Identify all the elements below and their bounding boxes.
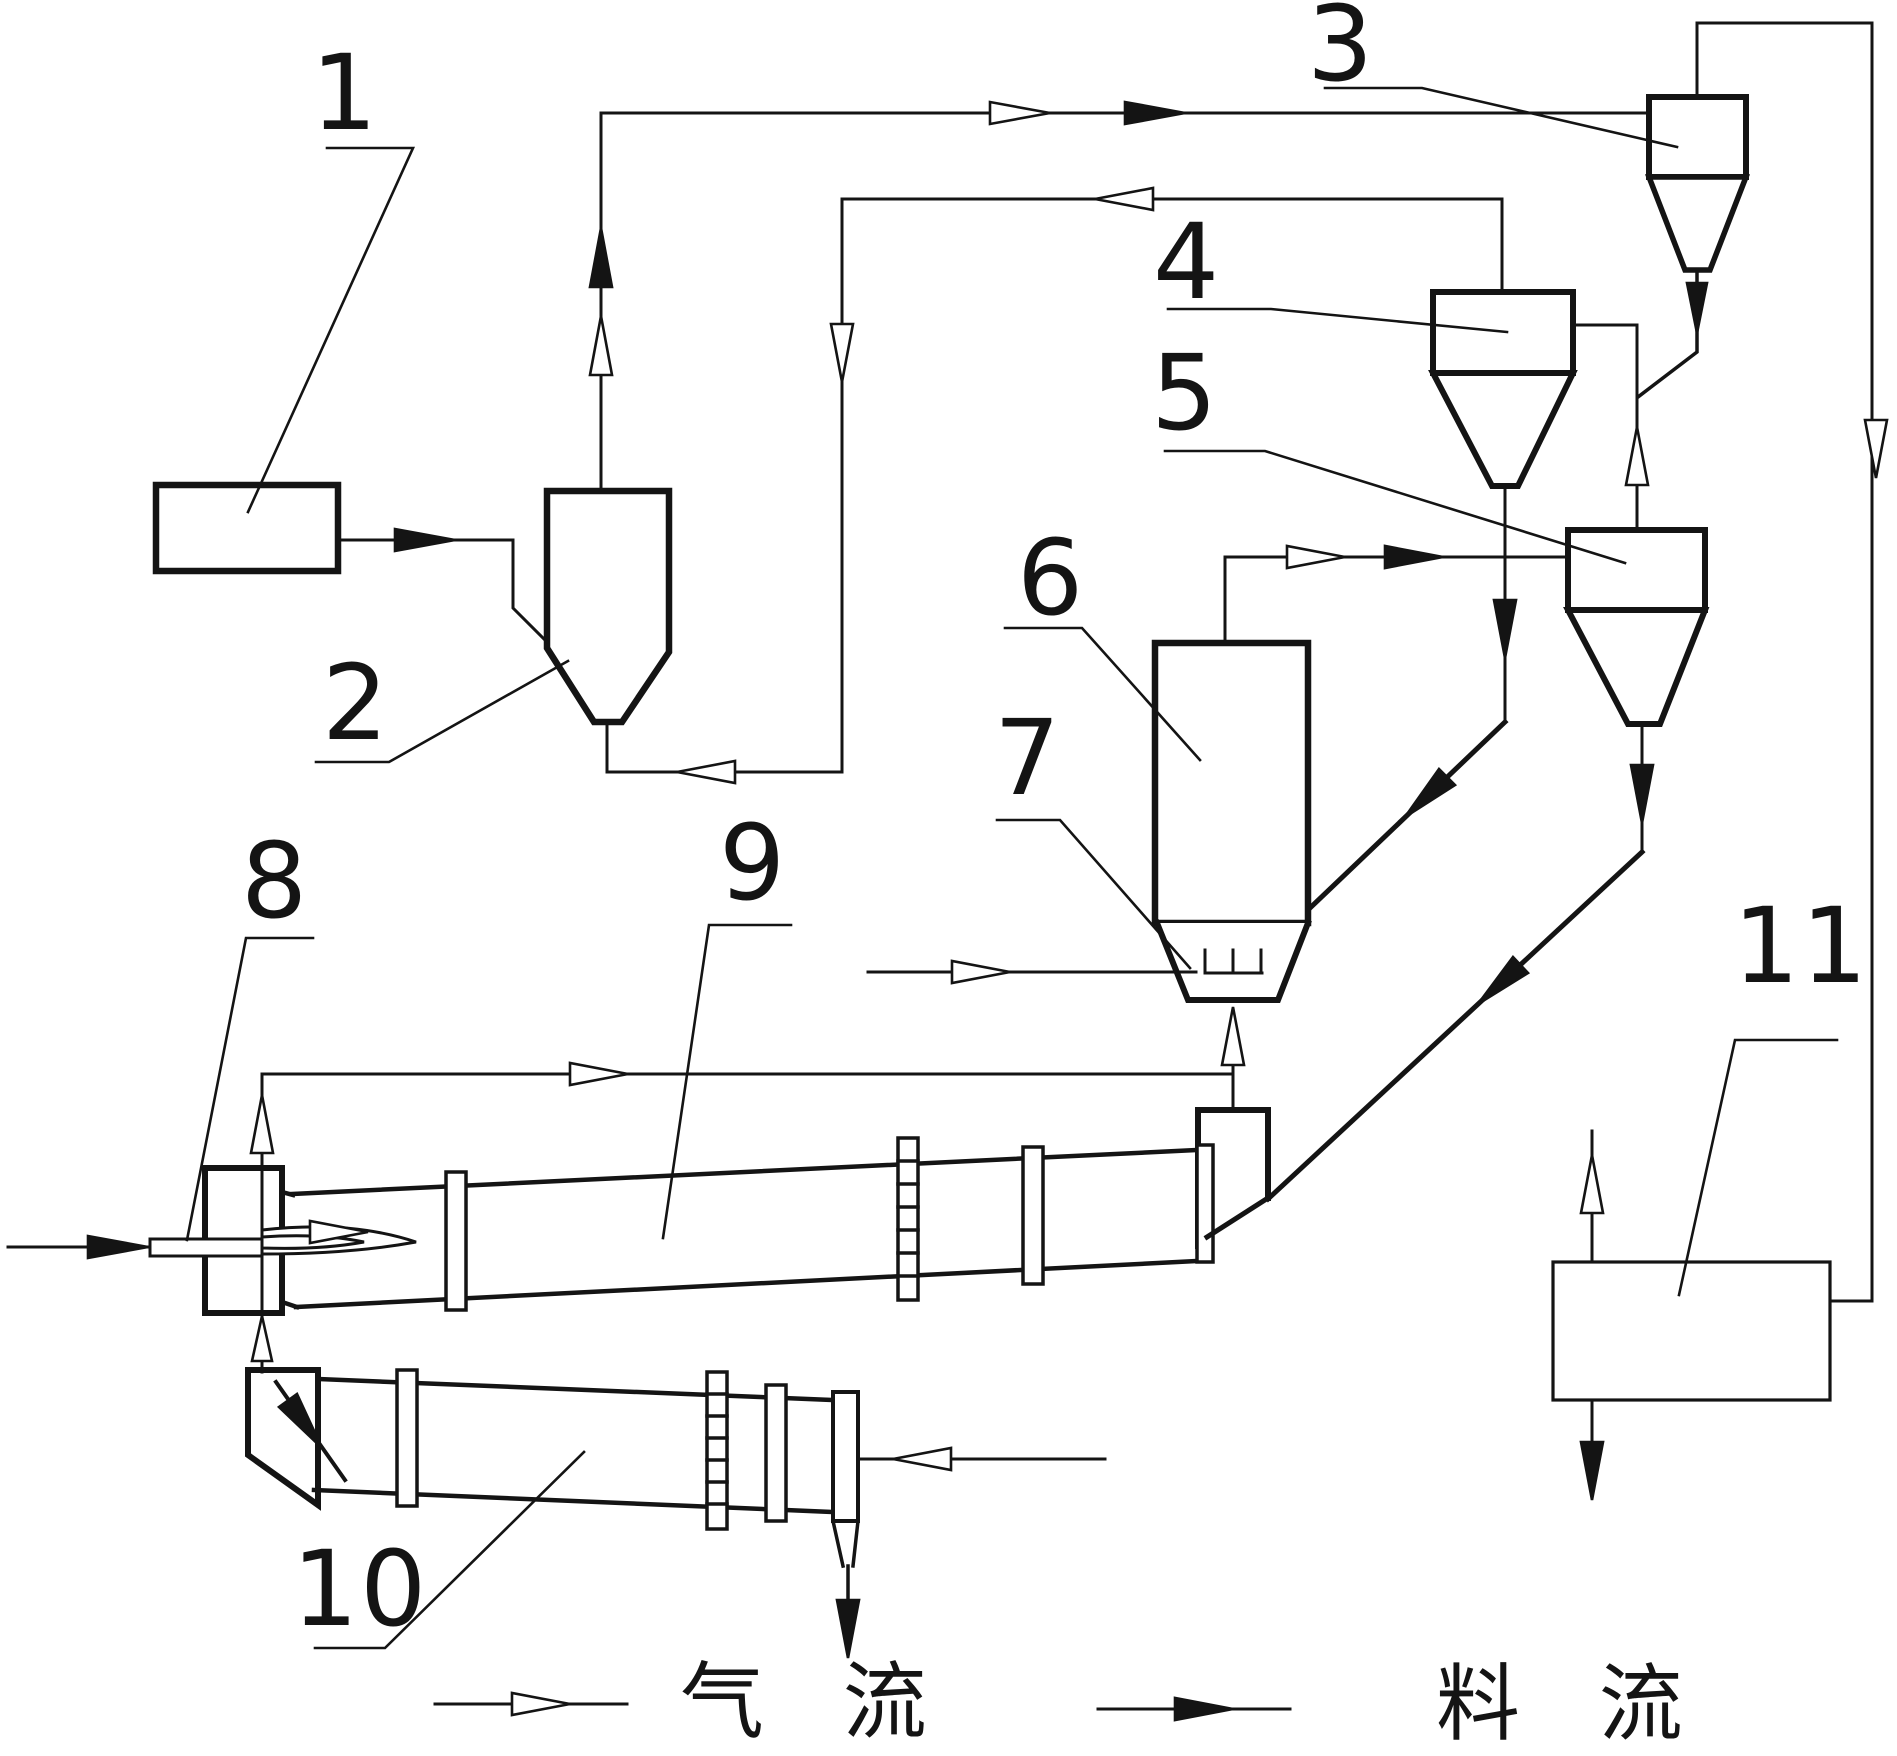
material-arrow-4-chute xyxy=(1403,766,1458,819)
label-8: 8 xyxy=(241,820,310,942)
leader-10 xyxy=(313,1450,586,1650)
material-arrow-5-chute xyxy=(1476,954,1531,1006)
dust-chute-5-diagonal xyxy=(1264,848,1646,1203)
tertiary-air-duct xyxy=(260,1072,1235,1374)
material-arrow-6-to-5 xyxy=(1383,544,1444,570)
material-arrow-5-out xyxy=(1629,763,1655,824)
material-arrow-burner xyxy=(86,1234,149,1260)
leader-9 xyxy=(661,923,793,1240)
calciner-6-body xyxy=(1151,639,1312,927)
cyclone-3-body xyxy=(1646,94,1749,180)
leader-8 xyxy=(185,936,315,1242)
material-arrow-1-to-2 xyxy=(393,527,456,553)
gas-arrow-hood-up xyxy=(249,1094,275,1155)
cooler-ring xyxy=(764,1383,788,1523)
gas-arrow-kiln-riser-up xyxy=(1220,1006,1246,1067)
burner-lance xyxy=(148,1237,264,1258)
gas-arrow-11-exhaust xyxy=(1579,1154,1605,1215)
gas-duct-3-to-11 xyxy=(1695,21,1874,1303)
legend-gas-label: 气 流 xyxy=(680,1653,953,1751)
gas-arrow-fuel-7 xyxy=(950,959,1011,985)
label-1: 1 xyxy=(311,32,380,154)
legend-material-label: 料 流 xyxy=(1436,1655,1709,1753)
gas-duct-4-to-2 xyxy=(605,197,1504,774)
label-11: 11 xyxy=(1733,885,1870,1007)
material-arrow-cooler-out xyxy=(835,1598,861,1659)
material-arrow-11-out xyxy=(1579,1440,1605,1501)
material-arrow-top-line xyxy=(1123,100,1186,126)
kiln-ring xyxy=(1021,1145,1045,1286)
gas-arrow-5-to-4-up xyxy=(1624,426,1650,487)
cyclone-3-cone xyxy=(1644,174,1751,273)
kiln-9-shell-bottom xyxy=(293,1258,1200,1310)
gas-arrow-downcomer xyxy=(829,322,855,383)
leader-2 xyxy=(314,659,570,764)
leader-6 xyxy=(1003,626,1202,762)
gas-arrow-cooler-air xyxy=(892,1446,953,1472)
feed-duct-1-to-2 xyxy=(336,538,550,645)
cooler-end-cap xyxy=(831,1390,860,1523)
leader-3 xyxy=(1323,86,1679,149)
flow-arrows xyxy=(86,100,1889,1722)
cyclone-5-cone xyxy=(1563,607,1710,727)
leader-5 xyxy=(1163,449,1627,565)
cyclone-4-cone xyxy=(1428,370,1578,489)
cooler-10-shell-bottom xyxy=(311,1487,836,1515)
leader-11 xyxy=(1677,1038,1839,1297)
gas-arrow-top-line xyxy=(988,100,1051,126)
label-7: 7 xyxy=(994,697,1063,819)
equipment-bodies xyxy=(152,94,1832,1511)
gas-duct-5-to-4 xyxy=(1571,323,1639,532)
label-6: 6 xyxy=(1017,517,1086,639)
gas-arrow-4-gas-left xyxy=(1094,186,1155,212)
cooler-discharge-spout xyxy=(830,1518,860,1604)
kiln-end-seal xyxy=(1195,1143,1215,1264)
label-3: 3 xyxy=(1307,0,1376,105)
flow-lines xyxy=(6,21,1874,1711)
kiln-9-shell-top xyxy=(289,1147,1200,1197)
kiln-girth-gear xyxy=(896,1136,920,1302)
gas-arrow-cooler-up xyxy=(250,1315,274,1363)
leader-7 xyxy=(995,818,1192,970)
dust-collector-11 xyxy=(1551,1260,1832,1402)
label-4: 4 xyxy=(1153,201,1222,323)
material-arrow-3-out xyxy=(1685,281,1709,334)
gas-arrow-kiln-mouth xyxy=(308,1219,369,1245)
material-arrow-kiln-to-cooler xyxy=(276,1392,324,1449)
cyclone-5-body xyxy=(1565,527,1708,613)
gas-duct-6-to-5 xyxy=(1223,555,1570,645)
leader-1 xyxy=(246,146,416,514)
vessel-2 xyxy=(543,487,673,726)
cooler-ring xyxy=(395,1368,419,1508)
legend-material-arrow xyxy=(1173,1696,1234,1722)
kiln-ring xyxy=(444,1170,468,1312)
material-arrow-4-out xyxy=(1492,598,1518,659)
feed-box-1 xyxy=(152,481,342,575)
rings-and-gears xyxy=(395,1136,1215,1531)
label-10: 10 xyxy=(292,1528,429,1650)
label-9: 9 xyxy=(719,802,788,924)
label-5: 5 xyxy=(1151,332,1220,454)
gas-arrow-6-to-5 xyxy=(1285,544,1346,570)
material-arrow-riser-up xyxy=(588,227,614,289)
gas-arrow-tertiary xyxy=(568,1061,629,1087)
dust-chute-5-inside xyxy=(1203,1194,1272,1241)
label-leaders xyxy=(185,86,1839,1650)
gas-arrow-riser-up xyxy=(588,315,614,377)
legend-gas-arrow xyxy=(510,1691,571,1717)
gas-arrow-right-downcomer xyxy=(1863,418,1889,479)
gas-arrow-return-left xyxy=(676,759,737,785)
hopper-distributor-comb xyxy=(1203,948,1264,975)
label-2: 2 xyxy=(322,642,391,764)
cooler-girth-gear xyxy=(705,1370,729,1531)
leader-4 xyxy=(1166,307,1509,334)
